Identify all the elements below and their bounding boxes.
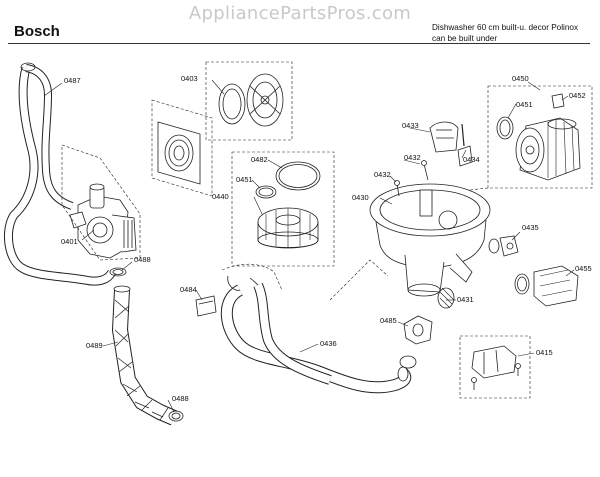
callout-0455[interactable]: 0455 — [575, 264, 592, 273]
circulation-pump-0450[interactable] — [515, 117, 581, 181]
description-line-1: Dishwasher 60 cm built-u. decor Polinox — [432, 23, 579, 32]
bracket-gasket[interactable] — [157, 121, 201, 185]
leader-lines — [43, 79, 575, 413]
callout-0432-lower[interactable]: 0432 — [374, 170, 391, 179]
callout-0432-upper[interactable]: 0432 — [404, 153, 421, 162]
callout-0431[interactable]: 0431 — [457, 295, 474, 304]
callout-0488-upper[interactable]: 0488 — [134, 255, 151, 264]
callout-0434[interactable]: 0434 — [463, 155, 480, 164]
description-line-2: can be built under — [432, 34, 498, 43]
screw-0432-upper[interactable] — [421, 160, 429, 181]
screw-0415-right[interactable] — [515, 363, 521, 377]
cover-plate[interactable] — [246, 73, 284, 127]
callout-0415[interactable]: 0415 — [536, 348, 553, 357]
sealing-ring-0403[interactable] — [218, 83, 246, 125]
clamp-0485[interactable] — [403, 315, 433, 345]
header-divider — [8, 43, 590, 44]
callout-0489[interactable]: 0489 — [86, 341, 103, 350]
filter-0431[interactable] — [437, 287, 455, 309]
callout-0451-left[interactable]: 0451 — [236, 175, 253, 184]
brand-title: Bosch — [14, 23, 60, 40]
callout-0451-right[interactable]: 0451 — [516, 100, 533, 109]
valve-0435[interactable] — [488, 235, 519, 257]
hose-clamp-0488-upper[interactable] — [109, 267, 127, 277]
callout-0487[interactable]: 0487 — [64, 76, 81, 85]
callout-0450[interactable]: 0450 — [512, 74, 529, 83]
clip-0452[interactable] — [551, 93, 565, 109]
drain-hose-0487[interactable] — [4, 62, 117, 286]
screw-0415-left[interactable] — [471, 377, 477, 391]
callout-0484[interactable]: 0484 — [180, 285, 197, 294]
hose-clamp-0488-lower[interactable] — [168, 410, 184, 422]
model-description: Dishwasher 60 cm built-u. decor Polinox … — [432, 22, 600, 44]
callout-0403[interactable]: 0403 — [181, 74, 198, 83]
sump-0430[interactable] — [369, 183, 491, 297]
callout-0488-lower[interactable]: 0488 — [172, 394, 189, 403]
flap-0433[interactable] — [429, 121, 459, 153]
seal-ring-0455[interactable] — [514, 273, 530, 295]
callout-0440[interactable]: 0440 — [212, 192, 229, 201]
bracket-0415[interactable] — [471, 345, 517, 379]
callout-0430[interactable]: 0430 — [352, 193, 369, 202]
callout-0482[interactable]: 0482 — [251, 155, 268, 164]
watermark-text: AppliancePartsPros.com — [188, 3, 412, 24]
callout-0436[interactable]: 0436 — [320, 339, 337, 348]
callout-0452[interactable]: 0452 — [569, 91, 586, 100]
callout-0401[interactable]: 0401 — [61, 237, 78, 246]
heater-element-0440[interactable] — [257, 207, 319, 249]
clip-ring-0451-right[interactable] — [496, 116, 514, 140]
clip-0484[interactable] — [195, 295, 217, 317]
hose-0489[interactable] — [111, 285, 178, 426]
o-ring-0482[interactable] — [275, 161, 321, 191]
pump-module-0455[interactable] — [533, 265, 579, 307]
bracket-0434[interactable] — [457, 123, 473, 167]
callout-0485[interactable]: 0485 — [380, 316, 397, 325]
hose-0436[interactable] — [220, 275, 417, 394]
clip-ring-0451-left[interactable] — [255, 185, 277, 199]
drain-pump-0401[interactable] — [69, 183, 137, 259]
callout-0435[interactable]: 0435 — [522, 223, 539, 232]
callout-0433[interactable]: 0433 — [402, 121, 419, 130]
